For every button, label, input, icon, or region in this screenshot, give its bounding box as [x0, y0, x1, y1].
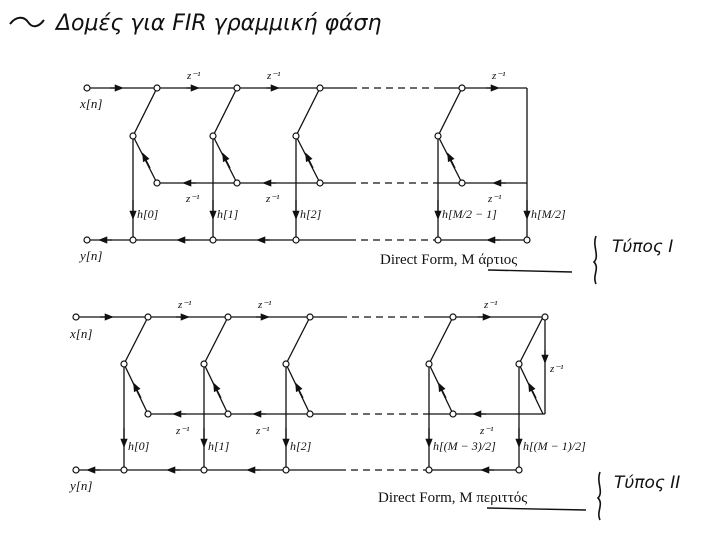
- brace-icon: [592, 235, 598, 285]
- delay-label: z⁻¹: [257, 299, 271, 311]
- coeff-label: h[M/2 − 1]: [442, 207, 497, 221]
- coeff-label: h[0]: [128, 439, 150, 453]
- delay-label: z⁻¹: [487, 193, 501, 205]
- caption: Direct Form, M άρτιος: [380, 252, 517, 268]
- stage-0: [129, 87, 158, 240]
- brace-icon: [596, 471, 602, 521]
- arrow-icon: [9, 16, 45, 28]
- stage-2: [282, 316, 311, 470]
- page-heading: Δομές για FIR γραμμική φάση: [54, 11, 381, 36]
- stage-1: [200, 316, 229, 470]
- delay-label: z⁻¹: [479, 425, 493, 437]
- delay-label: z⁻¹: [491, 70, 505, 82]
- delay-label: z⁻¹: [175, 425, 189, 437]
- caption: Direct Form, M περιττός: [378, 490, 527, 506]
- coeff-label: h[(M − 3)/2]: [433, 439, 496, 453]
- diagram-odd: [72, 313, 549, 474]
- input-label: x[n]: [79, 96, 102, 111]
- diagram-even: [83, 84, 531, 244]
- stage-n: [434, 87, 463, 240]
- delay-label: z⁻¹: [483, 299, 497, 311]
- diagram-odd-labels: x[n] y[n] z⁻¹ z⁻¹ z⁻¹ z⁻¹ z⁻¹ z⁻¹ z⁻¹ h[…: [68, 299, 680, 521]
- delay-label: z⁻¹: [255, 425, 269, 437]
- stage-n: [425, 316, 454, 470]
- stage-0: [120, 316, 149, 470]
- delay-label: z⁻¹: [266, 70, 280, 82]
- stage-last: [515, 316, 544, 470]
- delay-label: z⁻¹: [265, 193, 279, 205]
- coeff-label: h[2]: [300, 207, 322, 221]
- delay-label: z⁻¹: [185, 193, 199, 205]
- coeff-label: h[M/2]: [531, 207, 566, 221]
- type-label: Τύπος ΙΙ: [614, 473, 680, 493]
- stage-2: [292, 87, 321, 240]
- caption-underline: [487, 269, 573, 273]
- delay-label: z⁻¹: [549, 363, 563, 375]
- output-label: y[n]: [78, 248, 102, 263]
- heading-group: Δομές για FIR γραμμική φάση: [9, 11, 381, 36]
- output-label: y[n]: [68, 478, 92, 493]
- coeff-label: h[1]: [208, 439, 230, 453]
- caption-underline: [486, 507, 587, 511]
- delay-label: z⁻¹: [186, 70, 200, 82]
- input-label: x[n]: [69, 326, 92, 341]
- diagram-even-labels: x[n] y[n] z⁻¹ z⁻¹ z⁻¹ z⁻¹ z⁻¹ z⁻¹ h[0] h…: [78, 70, 673, 285]
- type-label: Τύπος Ι: [612, 237, 673, 257]
- delay-label: z⁻¹: [177, 299, 191, 311]
- stage-1: [209, 87, 238, 240]
- coeff-label: h[1]: [217, 207, 239, 221]
- coeff-label: h[2]: [290, 439, 312, 453]
- coeff-label: h[0]: [137, 207, 159, 221]
- coeff-label: h[(M − 1)/2]: [523, 439, 586, 453]
- nodes: [83, 84, 531, 244]
- nodes: [72, 313, 549, 474]
